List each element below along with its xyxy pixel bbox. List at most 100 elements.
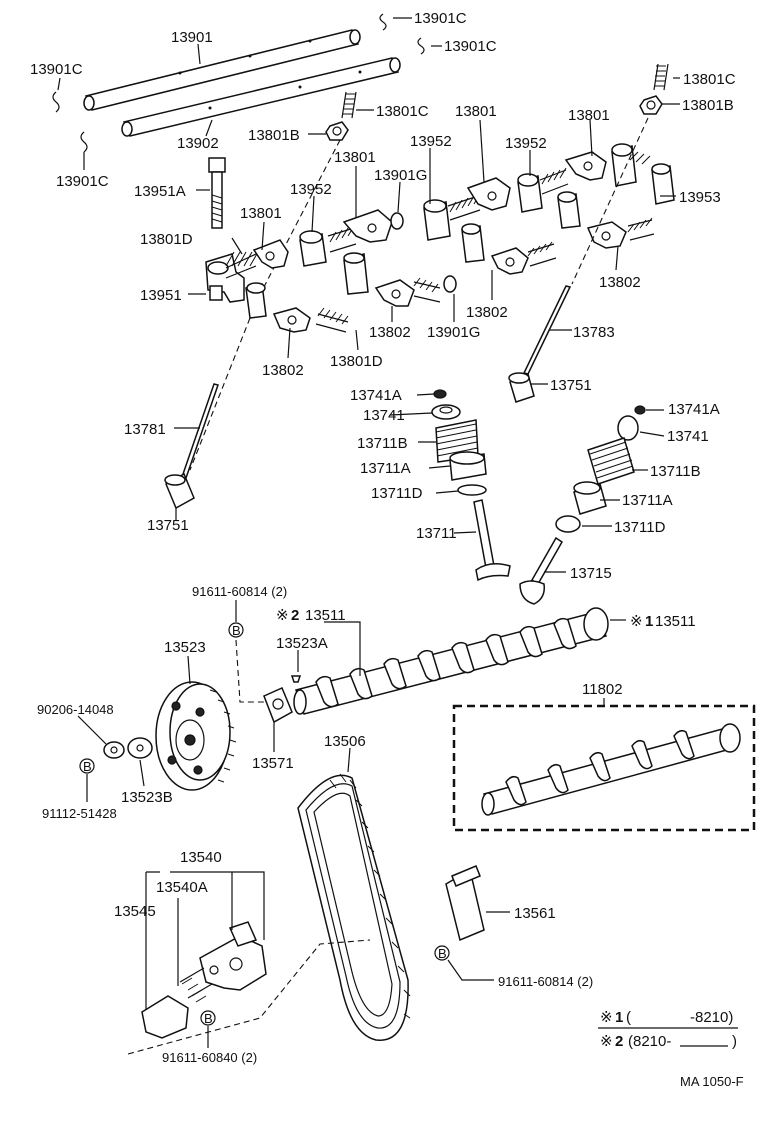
- spring-middle: [327, 225, 357, 253]
- label-13540a: 13540A: [156, 879, 208, 896]
- label-13741: 13741: [363, 407, 405, 424]
- rocker-arm-13802-right: [586, 221, 627, 249]
- rocker-arm-13802-right-middle: [490, 247, 529, 275]
- note-mark-asterisk: ※: [600, 1033, 613, 1050]
- label-13506: 13506: [324, 733, 366, 750]
- note-mark-2: 2: [615, 1033, 623, 1050]
- rocker-arm-13802-left: [272, 307, 311, 333]
- bolt-marker-letter: B: [438, 946, 447, 961]
- valve-13715: [519, 536, 563, 605]
- label-13523a: 13523A: [276, 635, 328, 652]
- label-13801: 13801: [455, 103, 497, 120]
- lifter-13751-left: [164, 472, 195, 510]
- washer-13523b: [127, 737, 153, 759]
- note-mark-asterisk: ※: [630, 613, 643, 630]
- tensioner-spring-13540a: [179, 967, 213, 1003]
- label-13781: 13781: [124, 421, 166, 438]
- valve-13711: [473, 499, 511, 582]
- note-mark-2: 2: [291, 607, 299, 624]
- label-13711b: 13711B: [650, 463, 701, 480]
- bolt-90206: [103, 741, 125, 759]
- label-91611-60840: 91611-60840 (2): [162, 1050, 257, 1065]
- retainer-13741-left: [431, 404, 461, 420]
- rocker-arm-13801-middle: [342, 209, 393, 243]
- bolt-marker-letter: B: [232, 623, 241, 638]
- label-13801c: 13801C: [376, 103, 429, 120]
- spring-right-middle: [447, 193, 481, 221]
- label-13540: 13540: [180, 849, 222, 866]
- valve-spring-13711b-right: [587, 437, 635, 485]
- label-13751: 13751: [147, 517, 189, 534]
- note-mark-1: 1: [615, 1009, 623, 1026]
- bolt-marker-letter: B: [83, 759, 92, 774]
- rocker-arm-13801-left: [252, 239, 289, 269]
- label-13901c: 13901C: [414, 10, 467, 27]
- leader-lines: [57, 17, 680, 1048]
- label-13741a: 13741A: [668, 401, 720, 418]
- spring-middle-lower: [413, 277, 441, 303]
- label-90206-14048: 90206-14048: [37, 702, 114, 717]
- spring-seat-13711d-right: [555, 515, 581, 533]
- label-13952: 13952: [410, 133, 452, 150]
- label-13523b: 13523B: [121, 789, 173, 806]
- label-13783: 13783: [573, 324, 615, 341]
- camshaft-13511: [293, 607, 609, 715]
- label-13711: 13711: [416, 525, 457, 542]
- label-13523: 13523: [164, 639, 206, 656]
- spring-seat-13711d-left: [457, 484, 487, 496]
- label-13802: 13802: [599, 274, 641, 291]
- label-13802: 13802: [466, 304, 508, 321]
- label-13902: 13902: [177, 135, 219, 152]
- label-13901g: 13901G: [427, 324, 480, 341]
- spring-right: [539, 167, 569, 195]
- bolt-marker-b: [79, 622, 450, 1026]
- label-13711a: 13711A: [360, 460, 411, 477]
- washer-13901g-lower: [443, 275, 457, 293]
- retainer-13741-right: [617, 415, 639, 441]
- label-13741: 13741: [667, 428, 709, 445]
- label-91611-60814: 91611-60814 (2): [192, 584, 287, 599]
- adjusting-screw-13801c-right: [653, 63, 669, 91]
- camshaft-11802: [481, 723, 741, 816]
- rocker-support-13953: [611, 143, 675, 205]
- label-13801d: 13801D: [140, 231, 193, 248]
- note-mark-asterisk: ※: [600, 1009, 613, 1026]
- label-13953: 13953: [679, 189, 721, 206]
- note-2-value: (8210-: [628, 1033, 671, 1050]
- washer-13901g-upper: [390, 212, 404, 230]
- spring-right-lower: [627, 217, 655, 241]
- label-13952: 13952: [505, 135, 547, 152]
- label-13801: 13801: [334, 149, 376, 166]
- label-13951a: 13951A: [134, 183, 186, 200]
- valve-keeper-13741a-right: [634, 405, 646, 415]
- rocker-arm-13802-middle: [374, 279, 415, 307]
- label-13711a: 13711A: [622, 492, 673, 509]
- label-13802: 13802: [369, 324, 411, 341]
- note-2-close: ): [732, 1033, 737, 1050]
- label-13951: 13951: [140, 287, 182, 304]
- bolt-13951a: [208, 157, 226, 229]
- rocker-support-13952-middle: [299, 230, 369, 295]
- label-11802: 11802: [582, 681, 623, 698]
- rocker-arm-13801-right-middle: [466, 177, 511, 211]
- label-13511: 13511: [305, 607, 346, 624]
- label-13715: 13715: [570, 565, 612, 582]
- applicability-notes: ※ 1 ( -8210) ※ 2 (8210- ): [598, 1009, 738, 1050]
- clip-13901c: [52, 13, 425, 153]
- note-mark-asterisk: ※: [276, 607, 289, 624]
- label-13901c: 13901C: [444, 38, 497, 55]
- label-13571: 13571: [252, 755, 294, 772]
- nut-13801b-left: [325, 121, 349, 141]
- label-13801b: 13801B: [682, 97, 734, 114]
- label-13711d: 13711D: [371, 485, 423, 502]
- label-13561: 13561: [514, 905, 556, 922]
- label-13801c: 13801C: [683, 71, 736, 88]
- adjusting-screw-13801c-left: [341, 91, 357, 119]
- label-91611-60814: 91611-60814 (2): [498, 974, 593, 989]
- label-13511: 13511: [655, 613, 696, 630]
- bolt-marker-letter: B: [204, 1011, 213, 1026]
- label-91112-51428: 91112-51428: [42, 806, 117, 821]
- spring-13801d-lower: [315, 307, 349, 333]
- tensioner-slipper-13545: [141, 995, 189, 1039]
- spring-right-middle-lower: [527, 241, 557, 267]
